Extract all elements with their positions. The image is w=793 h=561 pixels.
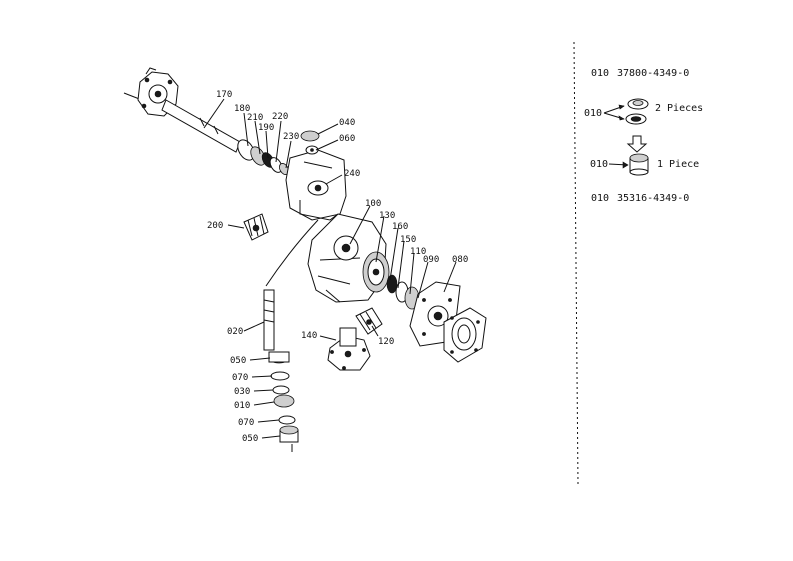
note-row4-ref: 010 xyxy=(591,193,609,204)
callout-090: 090 xyxy=(423,255,439,265)
cover-plate-080 xyxy=(409,281,487,363)
lower-flange-140 xyxy=(327,327,371,371)
callout-120: 120 xyxy=(378,337,394,347)
callout-200: 200 xyxy=(207,221,223,231)
callout-190: 190 xyxy=(258,123,274,133)
notes-panel: 010 37800-4349-0 010 2 Pieces 010 1 Piec… xyxy=(584,68,703,204)
callout-080: 080 xyxy=(452,255,468,265)
bearing-assembly-icon xyxy=(629,153,649,176)
callout-100: 100 xyxy=(365,199,381,209)
callout-050-upper: 050 xyxy=(230,356,246,366)
callout-130: 130 xyxy=(379,211,395,221)
callout-030: 030 xyxy=(234,387,250,397)
bevel-gear-120 xyxy=(355,307,383,335)
callout-230: 230 xyxy=(283,132,299,142)
bevel-gear-200 xyxy=(243,213,269,241)
callout-150: 150 xyxy=(400,235,416,245)
leader-lines xyxy=(203,98,457,439)
notes-divider xyxy=(573,41,579,485)
vertical-shaft-stack xyxy=(263,219,319,452)
callout-labels: 170 180 210 190 220 230 040 060 240 200 … xyxy=(207,90,468,444)
callout-140: 140 xyxy=(301,331,317,341)
callout-010: 010 xyxy=(234,401,250,411)
callout-240: 240 xyxy=(344,169,360,179)
callout-110: 110 xyxy=(410,247,426,257)
note-row3-ref: 010 xyxy=(590,159,608,170)
callout-170: 170 xyxy=(216,90,232,100)
callout-040: 040 xyxy=(339,118,355,128)
callout-020: 020 xyxy=(227,327,243,337)
main-gear-case xyxy=(307,213,420,310)
down-arrow-icon xyxy=(626,135,648,153)
callout-220: 220 xyxy=(272,112,288,122)
note-row4-part-number: 35316-4349-0 xyxy=(617,193,689,204)
callout-210: 210 xyxy=(247,113,263,123)
upper-gear-housing xyxy=(285,130,347,221)
note-row3-quantity: 1 Piece xyxy=(657,159,699,170)
callout-160: 160 xyxy=(392,222,408,232)
callout-070-upper: 070 xyxy=(232,373,248,383)
callout-060: 060 xyxy=(339,134,355,144)
note-row2-ref: 010 xyxy=(584,108,602,119)
note-row2-quantity: 2 Pieces xyxy=(655,103,703,114)
callout-070-lower: 070 xyxy=(238,418,254,428)
note-row1-ref: 010 xyxy=(591,68,609,79)
callout-180: 180 xyxy=(234,104,250,114)
bearing-pieces-icon xyxy=(625,98,649,125)
note-row1-part-number: 37800-4349-0 xyxy=(617,68,689,79)
callout-050-lower: 050 xyxy=(242,434,258,444)
